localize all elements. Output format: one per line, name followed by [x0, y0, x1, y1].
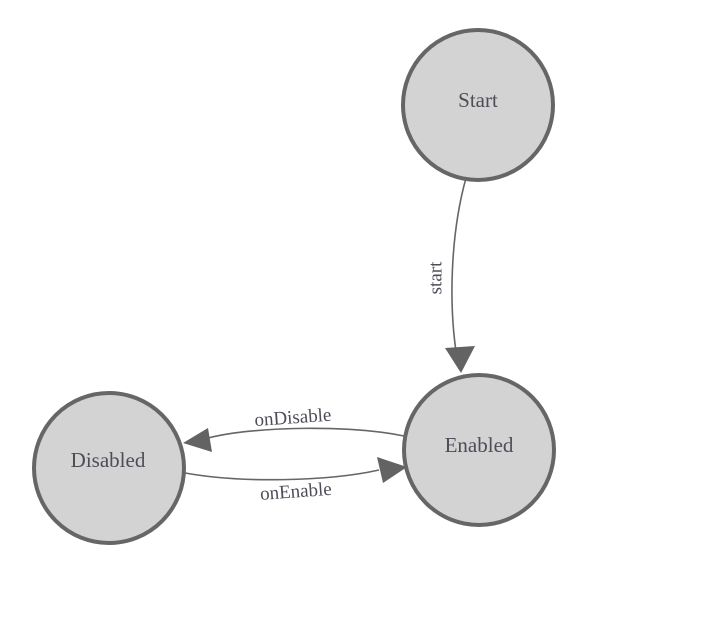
- edge-label-ondisable: onDisable: [254, 405, 332, 431]
- edge-disabled-to-enabled: [179, 469, 380, 481]
- state-node-start[interactable]: [401, 28, 555, 182]
- edge-label-start: start: [425, 261, 446, 294]
- state-node-enabled[interactable]: [402, 373, 556, 527]
- state-node-disabled-label: Disabled: [71, 448, 146, 472]
- arrowhead-into-enabled-left: [377, 457, 407, 483]
- edge-label-onenable: onEnable: [259, 479, 332, 505]
- state-node-enabled-label: Enabled: [445, 433, 514, 457]
- state-node-start-label: Start: [458, 88, 498, 112]
- arrowhead-into-enabled-top: [445, 346, 475, 373]
- edge-start-to-enabled: [451, 177, 467, 370]
- edge-enabled-to-disabled: [207, 427, 405, 439]
- arrowhead-into-disabled: [183, 428, 212, 452]
- state-node-disabled[interactable]: [32, 391, 186, 545]
